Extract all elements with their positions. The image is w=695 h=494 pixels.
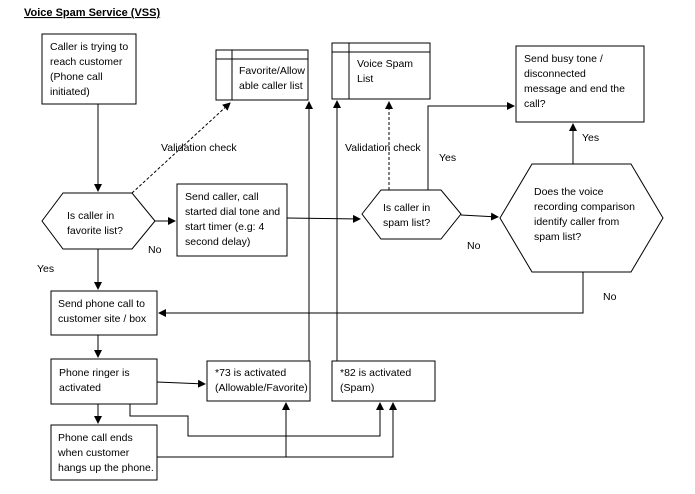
voice-comparison-text: Does the voice recording comparison iden… (534, 186, 638, 243)
dial-tone-text: Send caller, call started dial tone and … (185, 191, 283, 248)
arrow-spam-yes (427, 102, 515, 190)
call-ends-text: Phone call ends when customer hangs up t… (57, 432, 154, 474)
busy-tone-box (515, 45, 645, 123)
arrow-callends-to-star73 (157, 402, 290, 458)
label-no-spam: No (467, 240, 481, 252)
label-yes-voice: Yes (582, 132, 599, 144)
busy-tone-text: Send busy tone / disconnected message an… (524, 53, 628, 110)
arrow-ringer-to-star73 (156, 379, 206, 388)
call-ends-box (50, 424, 158, 481)
star82-box (331, 360, 436, 402)
label-no-favorite: No (148, 244, 162, 256)
arrow-dialtone-to-spam (286, 214, 361, 223)
diagram-title: Voice Spam Service (VSS) (24, 7, 160, 19)
validation-label-left: Validation check (161, 142, 237, 154)
send-to-customer-text: Send phone call to customer site / box (58, 298, 148, 325)
dial-tone-box (176, 183, 288, 257)
label-yes-favorite: Yes (37, 263, 54, 275)
star73-text: *73 is activated (Allowable/Favorite) (215, 367, 308, 394)
label-yes-spam: Yes (439, 152, 456, 164)
voice-comparison-decision (499, 163, 664, 273)
arrow-validation-favorite (131, 102, 231, 194)
send-to-customer-box (50, 290, 158, 336)
arrow-voice-no (158, 272, 584, 317)
favorite-decision-text: Is caller in favorite list? (67, 210, 123, 237)
ringer-box (50, 358, 158, 405)
spam-decision-text: Is caller in spam list? (383, 202, 433, 229)
ringer-text: Phone ringer is activated (59, 367, 133, 394)
star73-box (206, 360, 311, 402)
arrow-callends-to-star82 (286, 402, 397, 458)
arrow-spam-no (460, 212, 499, 221)
validation-label-right: Validation check (345, 142, 421, 154)
arrow-ringer-to-star82 (129, 402, 384, 437)
star82-text: *82 is activated (Spam) (340, 367, 414, 394)
caller-trying-text: Caller is trying to reach customer (Phon… (50, 41, 131, 98)
spam-decision (361, 189, 462, 240)
label-no-voice: No (603, 291, 617, 303)
svg-text:Favorite/Allowable caller list: Favorite/Allowable caller list (239, 65, 305, 92)
caller-trying-box (41, 33, 137, 105)
